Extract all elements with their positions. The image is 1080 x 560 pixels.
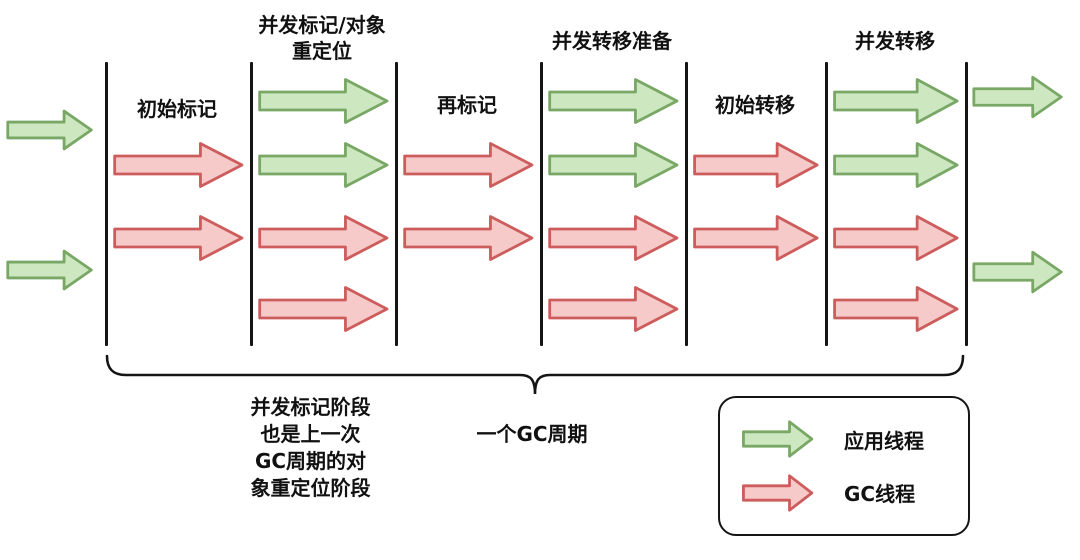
gc-thread-arrow bbox=[832, 285, 959, 333]
app-thread-arrow bbox=[547, 77, 679, 125]
gc-thread-arrow bbox=[692, 141, 819, 189]
phase-boundary-line bbox=[685, 62, 688, 346]
gc-thread-arrow bbox=[257, 285, 389, 333]
gc-thread-arrow bbox=[692, 214, 819, 262]
app-thread-arrow bbox=[547, 141, 679, 189]
phase-boundary-line bbox=[825, 62, 828, 346]
note-line: 也是上一次 bbox=[260, 422, 361, 446]
phase-label-initial-mark: 初始标记 bbox=[137, 97, 217, 121]
phase-boundary-line bbox=[965, 62, 968, 346]
phase-label-concurrent-transfer-prepare: 并发转移准备 bbox=[552, 29, 672, 53]
app-thread-arrow bbox=[257, 77, 389, 125]
note-line: GC周期的对 bbox=[254, 449, 367, 473]
gc-cycle-brace bbox=[105, 354, 965, 395]
app-thread-arrow bbox=[832, 77, 959, 125]
phase-boundary-line bbox=[250, 62, 253, 346]
legend-gc-thread-label: GC线程 bbox=[844, 482, 916, 507]
concurrent-mark-note: 并发标记阶段 也是上一次 GC周期的对 象重定位阶段 bbox=[218, 394, 403, 502]
app-thread-arrow bbox=[6, 109, 93, 151]
phase-label-concurrent-transfer: 并发转移 bbox=[855, 29, 935, 53]
legend-item-gc-thread: GC线程 bbox=[742, 473, 946, 513]
legend-box: 应用线程 GC线程 bbox=[718, 396, 970, 536]
phase-label-concurrent-mark: 并发标记/对象 重定位 bbox=[258, 13, 386, 63]
gc-thread-arrow bbox=[402, 141, 534, 189]
phase-boundary-line bbox=[540, 62, 543, 346]
app-thread-arrow bbox=[832, 141, 959, 189]
gc-cycle-label: 一个GC周期 bbox=[476, 422, 588, 446]
note-line: 并发标记阶段 bbox=[250, 395, 371, 419]
gc-thread-arrow bbox=[402, 214, 534, 262]
legend-item-app-thread: 应用线程 bbox=[742, 419, 946, 459]
app-thread-arrow bbox=[6, 249, 93, 291]
gc-thread-arrow bbox=[112, 141, 244, 189]
phase-label-initial-transfer: 初始转移 bbox=[715, 93, 795, 117]
gc-thread-arrow bbox=[112, 214, 244, 262]
note-line: 象重定位阶段 bbox=[250, 476, 371, 500]
gc-thread-arrow bbox=[547, 285, 679, 333]
app-thread-arrow bbox=[972, 250, 1063, 294]
app-thread-arrow bbox=[972, 75, 1063, 119]
gc-thread-arrow bbox=[742, 474, 813, 511]
app-thread-arrow bbox=[257, 141, 389, 189]
legend-app-thread-label: 应用线程 bbox=[844, 428, 924, 453]
gc-thread-arrow bbox=[832, 214, 959, 262]
gc-thread-arrow bbox=[257, 214, 389, 262]
phase-label-remark: 再标记 bbox=[437, 93, 497, 117]
phase-boundary-line bbox=[105, 62, 108, 346]
phase-boundary-line bbox=[395, 62, 398, 346]
app-thread-arrow bbox=[742, 421, 813, 458]
gc-thread-arrow bbox=[547, 214, 679, 262]
